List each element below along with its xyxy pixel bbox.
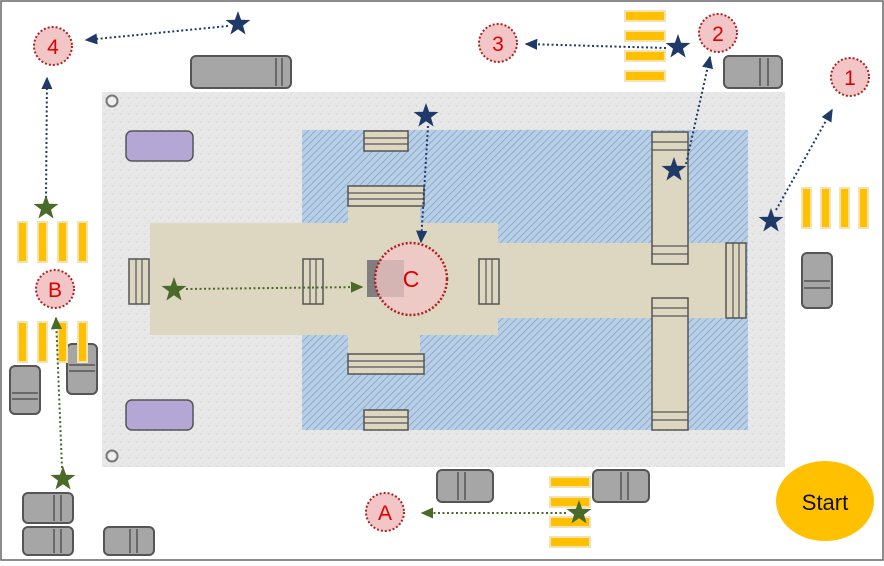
purple-bench [125, 399, 194, 431]
marker-4: 4 [33, 26, 73, 66]
star-icon [661, 157, 687, 181]
star-icon [665, 34, 691, 58]
marker-label: 3 [492, 33, 504, 56]
marker-1: 1 [830, 57, 870, 97]
crosswalks [17, 10, 869, 548]
arrow-icon [84, 25, 229, 45]
marker-label: 4 [47, 36, 59, 59]
marker-label: 1 [844, 67, 856, 90]
corner-post [105, 94, 119, 108]
corner-post [105, 449, 119, 463]
stars [33, 11, 784, 524]
star-icon [161, 277, 187, 301]
route-arrows [41, 25, 833, 519]
marker-label: B [48, 279, 62, 302]
marker-a: A [365, 492, 405, 532]
purple-bench [125, 130, 194, 162]
star-icon [413, 103, 439, 127]
arrow-icon [416, 125, 429, 244]
star-icon [50, 466, 76, 490]
star-icon [33, 195, 59, 219]
arrow-icon [41, 76, 53, 199]
car-windows [12, 58, 830, 553]
marker-c: C [373, 241, 449, 317]
star-icon [225, 11, 251, 35]
marker-label: A [378, 502, 392, 525]
arrow-icon [775, 108, 833, 211]
start-point: Start [776, 461, 874, 541]
arrow-icon [685, 55, 714, 165]
marker-b: B [35, 269, 75, 309]
start-label: Start [802, 490, 848, 515]
arrow-icon [524, 38, 667, 50]
bridge-rails [135, 137, 740, 424]
star-icon [566, 500, 592, 524]
star-icon [758, 208, 784, 232]
marker-label: C [403, 266, 420, 292]
marker-3: 3 [478, 23, 518, 63]
bridges [128, 130, 747, 431]
marker-label: 2 [712, 23, 724, 46]
marker-2: 2 [698, 13, 738, 53]
